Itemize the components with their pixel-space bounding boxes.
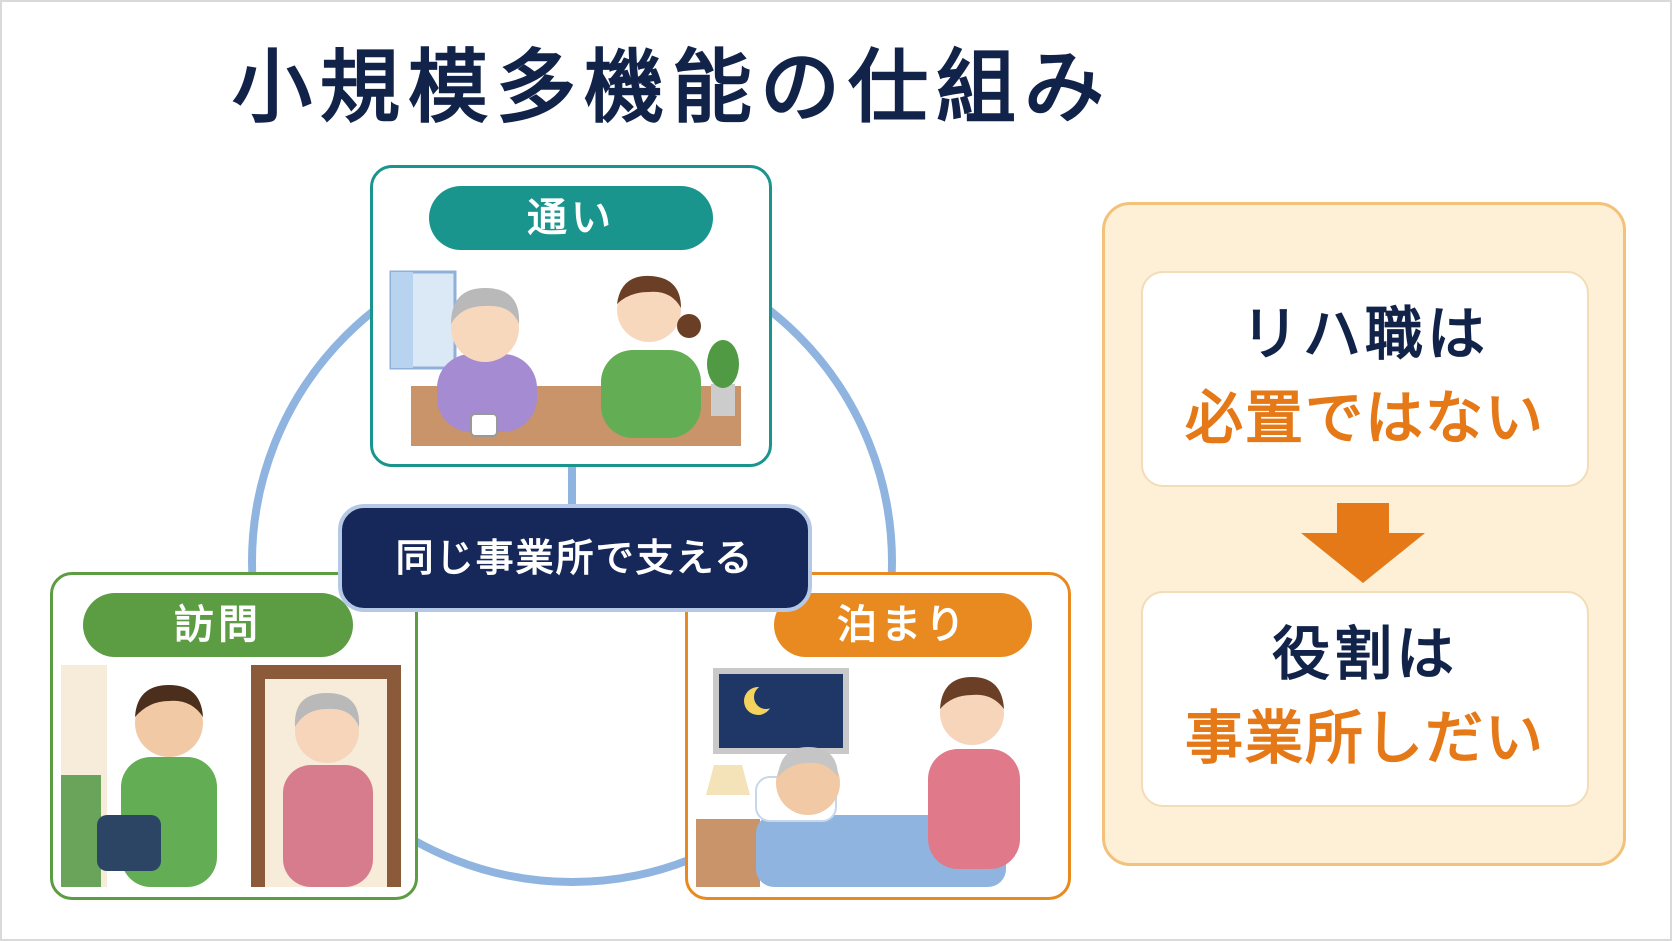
point-1-line-2: 必置ではない bbox=[1184, 384, 1545, 452]
point-2-line-2: 事業所しだい bbox=[1184, 704, 1545, 772]
pot-icon bbox=[711, 384, 735, 416]
plant-icon bbox=[707, 340, 739, 388]
elder-woman-body bbox=[437, 354, 537, 432]
cup-icon bbox=[470, 413, 498, 437]
home-visit-illustration bbox=[61, 665, 401, 887]
card-tomari: 泊まり bbox=[685, 572, 1071, 900]
point-1-line-1: リハ職は bbox=[1240, 300, 1489, 368]
center-label: 同じ事業所で支える bbox=[338, 504, 812, 612]
ponytail-icon bbox=[677, 314, 701, 338]
overnight-illustration bbox=[696, 668, 1020, 887]
arrow-down-icon bbox=[1301, 503, 1425, 583]
card-kayoi: 通い bbox=[370, 165, 772, 467]
key-point-panel: リハ職は 必置ではない 役割は 事業所しだい bbox=[1102, 202, 1626, 866]
label-tomari: 泊まり bbox=[774, 593, 1032, 657]
label-kayoi: 通い bbox=[429, 186, 713, 250]
patient-face bbox=[776, 751, 840, 815]
lamp-icon bbox=[706, 765, 750, 795]
caregiver-body bbox=[928, 749, 1020, 869]
staff-hair-icon bbox=[617, 275, 681, 308]
visitor-hair-icon bbox=[135, 685, 203, 717]
resident-hair-icon bbox=[294, 693, 360, 727]
bag-icon bbox=[97, 815, 161, 871]
page-title: 小規模多機能の仕組み bbox=[232, 41, 1112, 134]
caregiver-hair-icon bbox=[940, 677, 1004, 709]
gray-hair-icon bbox=[451, 288, 520, 324]
visitor-face bbox=[135, 689, 203, 757]
patient-hair-icon bbox=[778, 747, 838, 777]
day-service-illustration bbox=[389, 270, 741, 446]
night-window-icon bbox=[713, 668, 849, 754]
point-box-1: リハ職は 必置ではない bbox=[1141, 271, 1589, 487]
staff-body bbox=[601, 350, 701, 438]
curtain-icon bbox=[391, 272, 413, 368]
nightstand-icon bbox=[696, 819, 760, 887]
resident-body bbox=[283, 765, 373, 887]
card-houmon: 訪問 bbox=[50, 572, 418, 900]
elder-woman-face bbox=[451, 294, 519, 362]
shrub-icon bbox=[61, 775, 101, 887]
resident-face bbox=[295, 699, 359, 763]
point-2-line-1: 役割は bbox=[1271, 620, 1458, 688]
label-houmon: 訪問 bbox=[83, 593, 353, 657]
point-box-2: 役割は 事業所しだい bbox=[1141, 591, 1589, 807]
